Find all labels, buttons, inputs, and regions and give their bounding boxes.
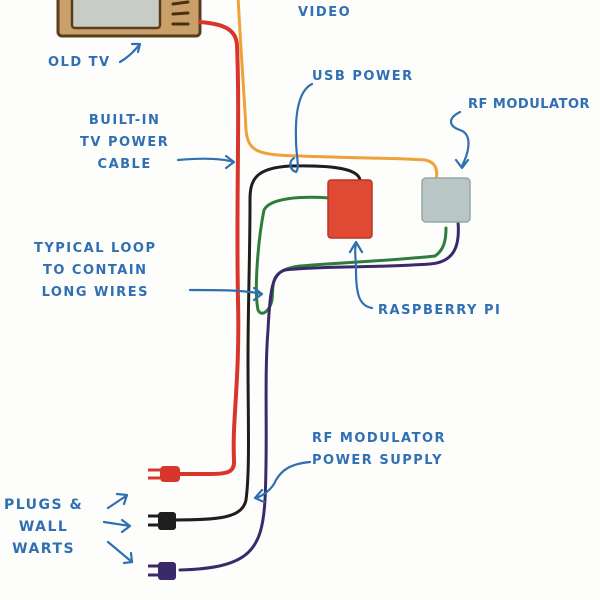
rf-to-pi-wire	[254, 195, 448, 315]
rf-power-wire	[178, 220, 460, 572]
arrow-plug-black	[102, 518, 132, 534]
raspberry-pi	[327, 179, 373, 239]
arrow-plug-purple	[106, 540, 134, 565]
label-raspberry-pi: RASPBERRY PI	[378, 303, 502, 318]
old-tv	[56, 0, 202, 38]
purple-wall-wart	[148, 562, 176, 580]
tv-power-wire	[176, 20, 241, 476]
label-tv-power-cable-line3: CABLE	[97, 157, 152, 172]
arrow-rf-modulator	[449, 110, 470, 170]
label-typical-loop-line2: TO CONTAIN	[42, 263, 148, 278]
label-tv-power-cable-line1: BUILT-IN	[88, 113, 161, 128]
label-typical-loop-line3: LONG WIRES	[41, 285, 149, 300]
label-typical-loop-line1: TYPICAL LOOP	[34, 241, 157, 256]
label-rf-modulator: RF MODULATOR	[468, 97, 591, 112]
label-video: VIDEO	[298, 5, 352, 20]
label-plugs: PLUGS & WALL WARTS	[4, 494, 83, 560]
black-wall-wart	[148, 512, 176, 530]
rf-modulator	[421, 177, 471, 223]
arrow-usb-power	[289, 82, 314, 174]
label-tv-power-cable: BUILT-IN TV POWER CABLE	[80, 110, 169, 176]
arrow-raspberry-pi	[348, 240, 374, 310]
arrow-plug-red	[106, 492, 129, 510]
arrow-typical-loop	[188, 286, 264, 302]
label-plugs-line3: WARTS	[12, 541, 76, 557]
label-old-tv: OLD TV	[48, 55, 111, 70]
label-rf-power-supply: RF MODULATOR POWER SUPPLY	[312, 428, 446, 472]
label-plugs-line2: WALL	[18, 519, 69, 535]
label-rf-power-supply-line2: POWER SUPPLY	[312, 453, 443, 468]
label-plugs-line1: PLUGS &	[4, 497, 84, 513]
arrow-old-tv	[118, 42, 142, 64]
label-tv-power-cable-line2: TV POWER	[80, 135, 170, 150]
arrow-rf-power-supply	[253, 460, 312, 504]
label-rf-power-supply-line1: RF MODULATOR	[312, 431, 447, 446]
arrow-tv-power-cable	[176, 154, 236, 170]
label-typical-loop: TYPICAL LOOP TO CONTAIN LONG WIRES	[34, 238, 157, 304]
video-wire	[236, 0, 439, 182]
red-plug	[148, 466, 180, 482]
label-usb-power: USB POWER	[312, 69, 414, 84]
